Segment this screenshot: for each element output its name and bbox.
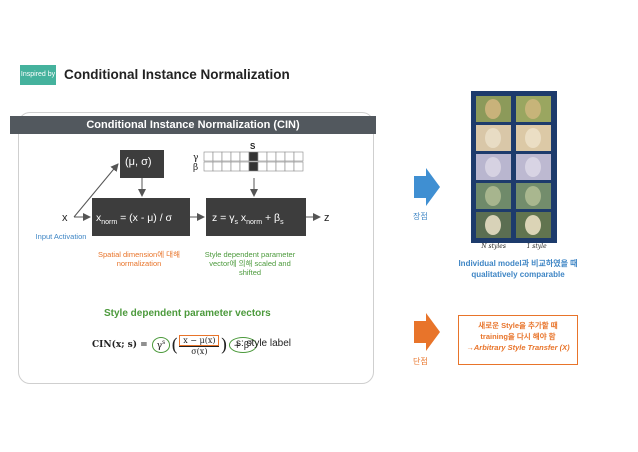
- scale-plus: + β: [262, 212, 281, 224]
- pro-label: 장점: [413, 212, 428, 221]
- caption-1-style: 1 style: [526, 243, 547, 250]
- scale-sub-norm: norm: [246, 219, 263, 227]
- con-line-3: Arbitrary Style Transfer (X): [473, 343, 570, 352]
- formula-lhs: CIN(x; s) =: [92, 340, 148, 350]
- scale-sub-s2: s: [280, 219, 284, 227]
- norm-prefix: x: [96, 212, 102, 224]
- formula-gamma-s: s: [162, 339, 166, 346]
- x-to-stats-arrow: [73, 163, 119, 218]
- scale-sub-s1: s: [234, 219, 238, 227]
- formula-beta: + βs: [228, 337, 258, 353]
- formula-fraction: x − μ(x) σ(x): [179, 334, 220, 356]
- con-line-2: training을 다시 해야 함: [480, 332, 556, 341]
- style-scaled-note: Style dependent parameter vector에 의해 sca…: [204, 250, 296, 277]
- con-arrow-glyph: →: [466, 343, 474, 352]
- caption-n-styles: N styles: [481, 243, 506, 250]
- beta-label: β: [193, 163, 198, 173]
- con-line-3-wrap: →Arbitrary Style Transfer (X): [459, 342, 577, 353]
- norm-box: [92, 198, 190, 236]
- input-activation-label: Input Activation: [35, 232, 87, 241]
- scale-mid: x: [237, 212, 247, 224]
- s-label: S: [250, 142, 256, 151]
- stats-box-label: (μ, σ): [125, 156, 152, 168]
- portrait-row-2: [476, 125, 551, 151]
- pro-arrow-icon: [414, 168, 440, 206]
- con-note-box: 새로운 Style을 추가할 때 training을 다시 해야 함 →Arbi…: [458, 315, 578, 365]
- pro-text: Individual model과 비교하였을 때 qualitatively …: [458, 259, 578, 279]
- formula-gamma-symbol: γ: [156, 341, 163, 351]
- portrait-row-3: [476, 154, 551, 180]
- formula-rparen: ): [220, 334, 228, 356]
- con-label: 단점: [413, 357, 428, 366]
- con-arrow-icon: [414, 313, 440, 351]
- norm-sub: norm: [101, 219, 118, 227]
- portrait-row-1: [476, 96, 551, 122]
- scale-box-label: z = γs xnorm + βs: [212, 212, 284, 226]
- portrait-caption: N styles 1 style: [471, 243, 557, 252]
- cin-diagram: γ β S x z: [62, 142, 330, 236]
- norm-box-label: xnorm = (x - μ) / σ: [96, 212, 172, 226]
- style-label-note: s: style label: [236, 338, 292, 349]
- cin-panel: [18, 112, 374, 384]
- formula-denominator: σ(x): [179, 345, 220, 356]
- gamma-label: γ: [193, 153, 198, 163]
- formula-gamma: γs: [151, 337, 171, 353]
- formula-beta-s: s: [249, 339, 253, 346]
- cin-formula: CIN(x; s) = γs ( x − μ(x) σ(x) ) + βs: [92, 330, 258, 360]
- z-label: z: [324, 212, 330, 224]
- formula-beta-symbol: + β: [233, 341, 250, 351]
- x-label: x: [62, 212, 68, 224]
- portrait-row-4: [476, 183, 551, 209]
- con-line-1: 새로운 Style을 추가할 때: [478, 321, 558, 330]
- scale-z-eq: z = γ: [212, 212, 235, 224]
- scale-box: [206, 198, 306, 236]
- portrait-row-5: [476, 212, 551, 238]
- stats-box: [120, 150, 164, 178]
- norm-rest: = (x - μ) / σ: [120, 212, 173, 224]
- formula-lparen: (: [171, 334, 179, 356]
- portrait-thumbnails: [476, 96, 551, 238]
- spatial-normalization-note: Spatial dimension에 대해 normalization: [98, 250, 180, 268]
- slide-title: Conditional Instance Normalization: [64, 67, 290, 82]
- inspired-by-tag: Inspired by: [20, 65, 56, 85]
- cin-panel-heading: Conditional Instance Normalization (CIN): [10, 116, 376, 134]
- param-grid: [203, 151, 304, 172]
- formula-numerator: x − μ(x): [179, 334, 220, 346]
- style-params-title: Style dependent parameter vectors: [104, 308, 271, 319]
